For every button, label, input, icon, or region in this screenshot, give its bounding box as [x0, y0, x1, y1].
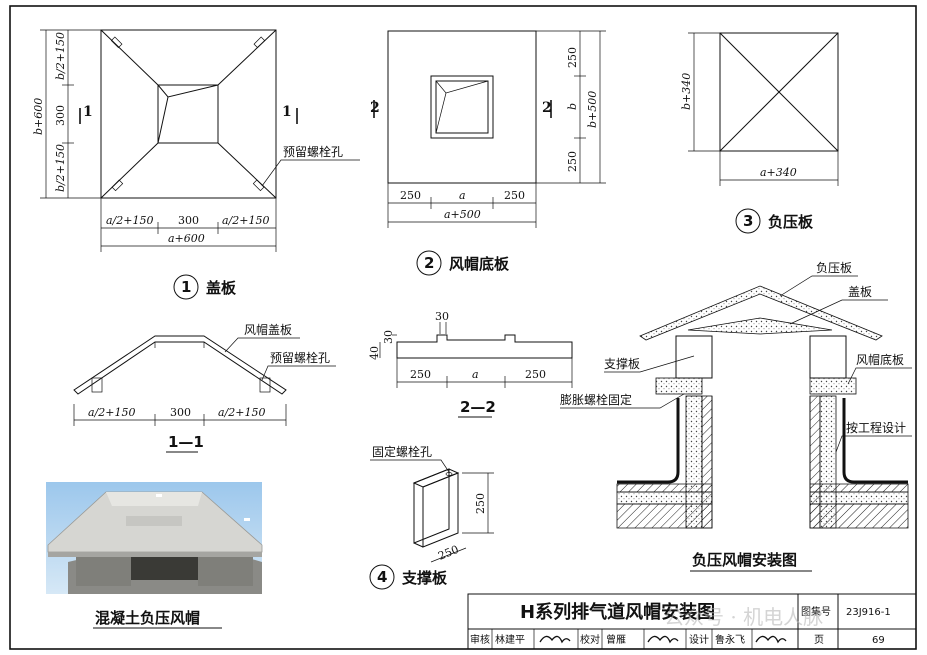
caption-section-2-2: 2—2: [460, 398, 496, 416]
caption-base: 2 风帽底板: [416, 250, 510, 276]
caption-cover-text: 盖板: [206, 279, 237, 297]
s11-cover-label: 风帽盖板: [244, 322, 292, 337]
s22-dim-h: 40: [368, 346, 381, 360]
cover-dim-left-bot: b/2+150: [54, 144, 67, 192]
base-dim-right-total: b+500: [586, 91, 599, 128]
base-dim-right-top: 250: [566, 47, 579, 68]
title-block-atlas-label: 图集号: [801, 605, 831, 618]
caption-base-number: 2: [424, 254, 434, 272]
caption-cover: 1 盖板: [173, 274, 237, 300]
caption-neg: 3 负压板: [735, 208, 814, 234]
designer-signature: [755, 635, 787, 644]
title-block-title: H系列排气道风帽安装图: [520, 601, 715, 623]
title-block: H系列排气道风帽安装图 图集号 23J916-1 审核 林建平 校对 曾雁 设计…: [467, 593, 917, 650]
cover-dim-bot-left: a/2+150: [106, 214, 153, 227]
install-support-label: 支撑板: [604, 356, 640, 371]
base-dim-bot-mid: a: [459, 189, 466, 202]
base-dim-right-mid: b: [566, 103, 579, 110]
cover-dim-bot-mid: 300: [178, 214, 199, 227]
watermark: 公众号 · 机电人脉: [664, 605, 823, 629]
reviewer-signature: [539, 635, 571, 644]
caption-support-number: 4: [377, 568, 387, 586]
s22-dim-top: 30: [435, 310, 449, 323]
s11-dim-left: a/2+150: [88, 406, 135, 419]
cover-dim-left-mid: 300: [54, 105, 67, 126]
title-block-atlas-no: 23J916-1: [846, 607, 891, 618]
title-block-checker: 曾雁: [606, 633, 626, 646]
title-block-design-label: 设计: [689, 633, 709, 646]
base-section-mark-right: 2: [542, 100, 552, 116]
base-dim-right-bot: 250: [566, 151, 579, 172]
title-block-check-label: 校对: [580, 633, 600, 646]
title-block-page-label: 页: [814, 634, 824, 646]
s22-dim-step: 30: [382, 330, 395, 344]
caption-support-text: 支撑板: [401, 569, 448, 587]
neg-dim-bot: a+340: [760, 166, 797, 179]
title-block-page-no: 69: [872, 635, 885, 646]
caption-photo: 混凝土负压风帽: [95, 609, 200, 627]
caption-neg-number: 3: [743, 212, 753, 230]
s11-dim-right: a/2+150: [218, 406, 265, 419]
title-block-reviewer: 林建平: [495, 633, 525, 646]
cover-dim-bot-right: a/2+150: [222, 214, 269, 227]
neg-dim-left: b+340: [680, 73, 693, 110]
install-bolt-label: 膨胀螺栓固定: [560, 392, 632, 407]
support-hole-label: 固定螺栓孔: [372, 444, 432, 459]
title-block-review-label: 审核: [470, 633, 490, 646]
sheet-border: [9, 5, 917, 650]
checker-signature: [647, 635, 679, 644]
install-cover-label: 盖板: [848, 285, 872, 299]
install-neg-board-label: 负压板: [816, 261, 852, 275]
cover-section-mark-left: 1: [83, 104, 93, 120]
install-base-label: 风帽底板: [856, 352, 904, 367]
caption-neg-text: 负压板: [768, 213, 814, 231]
base-dim-bot-total: a+500: [444, 208, 481, 221]
base-dim-bot-left: 250: [400, 189, 421, 202]
photo-concrete-cap: [46, 482, 263, 594]
base-plan: 2 2 250 b 250 b+500 250 a 250 a+500: [370, 30, 606, 228]
neg-plate-plan: b+340 a+340: [680, 32, 839, 186]
support-board: 固定螺栓孔 250 250: [370, 444, 494, 563]
caption-cover-number: 1: [181, 278, 191, 296]
cover-dim-left-top: b/2+150: [54, 32, 67, 80]
s11-dim-mid: 300: [170, 406, 191, 419]
base-dim-bot-right: 250: [504, 189, 525, 202]
s22-dim-mid: a: [472, 368, 479, 381]
installation-drawing: 负压板 盖板 支撑板 风帽底板 膨胀螺栓固定 按工程设计: [560, 261, 912, 529]
cover-plan: 1 1 b+600 b/2+150 300 b/2+150 a/2+150 30…: [32, 29, 360, 252]
support-dim-h: 250: [474, 493, 487, 514]
section-2-2: 30 30 40 250 a 250 2—2: [368, 310, 573, 418]
caption-support: 4 支撑板: [369, 564, 448, 590]
s11-hole-label: 预留螺栓孔: [270, 350, 330, 365]
base-section-mark-left: 2: [370, 100, 380, 116]
cover-section-mark-right: 1: [282, 104, 292, 120]
section-1-1: 风帽盖板 预留螺栓孔 a/2+150 300 a/2+150 1—1: [73, 322, 336, 453]
cover-dim-bot-total: a+600: [168, 232, 205, 245]
s22-dim-right: 250: [525, 368, 546, 381]
s22-dim-left: 250: [410, 368, 431, 381]
cover-hole-label: 预留螺栓孔: [283, 144, 343, 159]
install-design-label: 按工程设计: [846, 420, 906, 435]
caption-install: 负压风帽安装图: [692, 551, 797, 569]
title-block-designer: 鲁永飞: [715, 633, 745, 646]
cover-dim-left-total: b+600: [32, 98, 45, 135]
caption-section-1-1: 1—1: [168, 433, 204, 451]
support-dim-w: 250: [436, 543, 460, 563]
caption-base-text: 风帽底板: [449, 255, 510, 273]
